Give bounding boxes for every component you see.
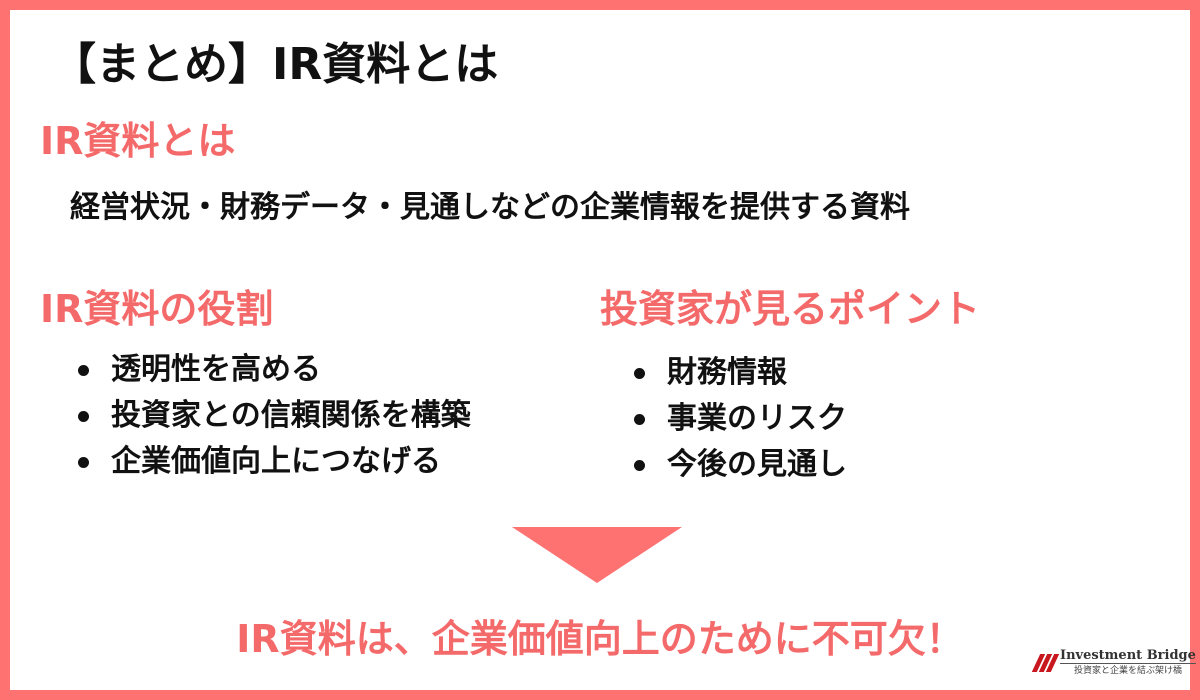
item-text: 今後の見通し (667, 447, 847, 482)
bullet-icon (78, 456, 89, 468)
bullet-icon (78, 410, 89, 422)
roles-heading: IR資料の役割 (40, 287, 274, 331)
definition-text: 経営状況・財務データ・見通しなどの企業情報を提供する資料 (70, 190, 910, 225)
logo-name: Investment Bridge (1060, 648, 1196, 664)
points-heading: 投資家が見るポイント (600, 287, 981, 331)
points-list: 財務情報 事業のリスク 今後の見通し (634, 350, 847, 488)
bullet-icon (634, 413, 645, 425)
item-text: 企業価値向上につなげる (111, 444, 441, 479)
roles-list: 透明性を高める 投資家との信頼関係を構築 企業価値向上につなげる (78, 347, 471, 485)
bullet-icon (634, 459, 645, 471)
item-text: 事業のリスク (667, 401, 847, 436)
item-text: 投資家との信頼関係を構築 (111, 398, 471, 433)
bullet-icon (634, 367, 645, 379)
list-item: 企業価値向上につなげる (78, 439, 471, 485)
logo-stripes-icon (1031, 653, 1060, 672)
list-item: 透明性を高める (78, 347, 471, 393)
bullet-icon (78, 364, 89, 376)
item-text: 透明性を高める (111, 352, 321, 387)
down-arrow-icon (512, 527, 682, 583)
list-item: 今後の見通し (634, 442, 847, 488)
definition-heading: IR資料とは (40, 119, 236, 163)
logo-tagline: 投資家と企業を結ぶ架け橋 (1073, 666, 1182, 676)
page-title: 【まとめ】IR資料とは (52, 39, 499, 90)
item-text: 財務情報 (667, 355, 787, 390)
list-item: 事業のリスク (634, 396, 847, 442)
conclusion-text: IR資料は、企業価値向上のために不可欠！ (236, 617, 964, 661)
list-item: 財務情報 (634, 350, 847, 396)
list-item: 投資家との信頼関係を構築 (78, 393, 471, 439)
investment-bridge-logo: Investment Bridge 投資家と企業を結ぶ架け橋 (1031, 648, 1196, 677)
